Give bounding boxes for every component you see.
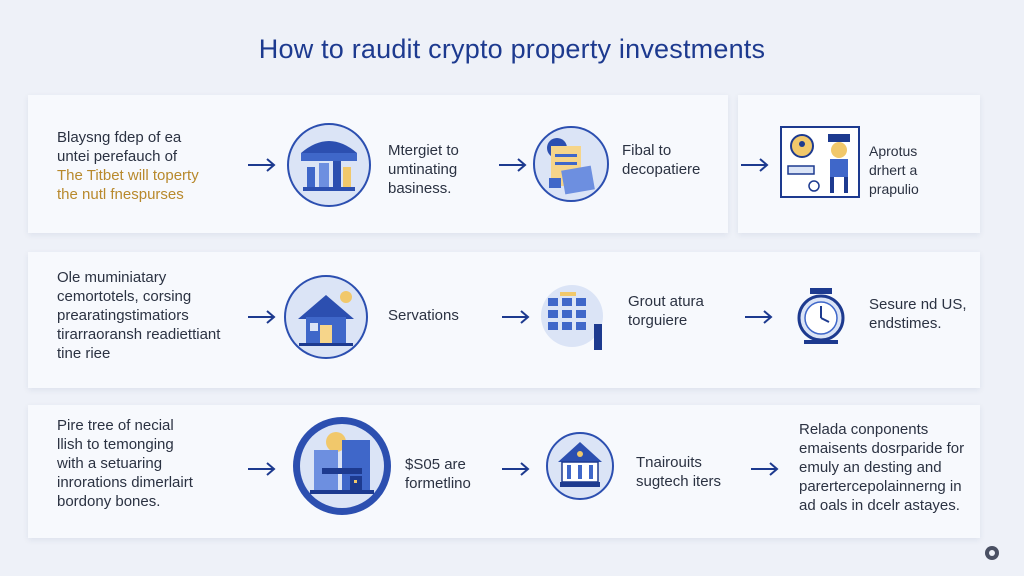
house-icon bbox=[284, 275, 368, 359]
documents-icon bbox=[533, 126, 609, 202]
step-text: $S05 are formetlino bbox=[405, 456, 471, 492]
page-title: How to raudit crypto property investment… bbox=[258, 34, 766, 64]
arrow-right-icon bbox=[248, 310, 276, 324]
step-text: Relada conponents emaisents dosrparide f… bbox=[799, 421, 965, 514]
step-text: Mtergiet to umtinating basiness. bbox=[388, 142, 459, 197]
arrow-right-icon bbox=[248, 158, 276, 172]
row2-intro-text: Ole muminiatary cemortotels, corsing pre… bbox=[57, 269, 221, 362]
city-buildings-icon bbox=[292, 416, 392, 516]
logo-icon bbox=[984, 545, 1000, 561]
row1-intro-text: Blaysng fdep of ea untei perefauch of Th… bbox=[57, 129, 199, 203]
arrow-right-icon bbox=[741, 158, 769, 172]
row3-intro-text: Pire tree of necial llish to temonging w… bbox=[57, 417, 193, 510]
step-text: Grout atura torguiere bbox=[628, 293, 704, 329]
clock-icon bbox=[796, 286, 846, 346]
arrow-right-icon bbox=[248, 462, 276, 476]
storefront-icon bbox=[287, 123, 371, 207]
row1-panel bbox=[28, 95, 728, 233]
row3-panel bbox=[28, 405, 980, 538]
arrow-right-icon bbox=[502, 462, 530, 476]
calendar-grid-icon bbox=[538, 284, 610, 352]
arrow-right-icon bbox=[502, 310, 530, 324]
step-text: Aprotus drhert a prapulio bbox=[869, 143, 919, 197]
step-text: Fibal to decopatiere bbox=[622, 142, 701, 178]
step-text: Servations bbox=[388, 307, 459, 324]
arrow-right-icon bbox=[745, 310, 773, 324]
arrow-right-icon bbox=[751, 462, 779, 476]
step-text: Tnairouits sugtech iters bbox=[636, 454, 722, 490]
temple-icon bbox=[546, 432, 614, 500]
step-text: Sesure nd US, endstimes. bbox=[869, 296, 967, 332]
id-card-icon bbox=[780, 126, 860, 198]
arrow-right-icon bbox=[499, 158, 527, 172]
